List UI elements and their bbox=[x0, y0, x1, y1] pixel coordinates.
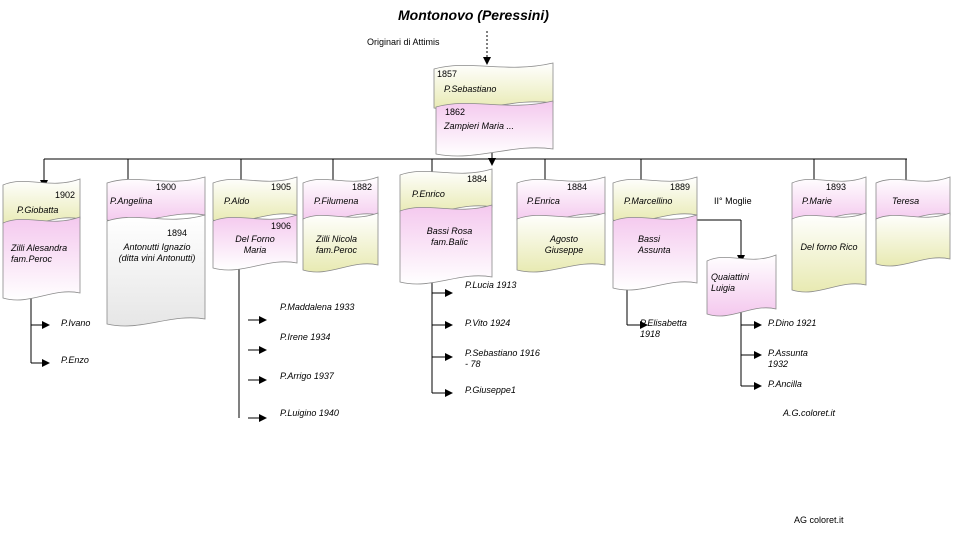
child-name: Teresa bbox=[892, 196, 920, 206]
grandchild: P.Ivano bbox=[61, 318, 91, 328]
page-title: Montonovo (Peressini) bbox=[398, 7, 549, 23]
second-spouse: Quaiattini Luigia bbox=[711, 272, 750, 293]
child-year: 1882 bbox=[352, 182, 373, 192]
spouse-card bbox=[516, 212, 606, 273]
child-spouse: Bassi Assunta bbox=[638, 234, 671, 255]
second-spouse-card bbox=[706, 254, 777, 317]
child-year: 1905 bbox=[271, 182, 292, 192]
child-spouse: Zilli Alesandra fam.Peroc bbox=[11, 243, 68, 264]
child-spouse-year: 1894 bbox=[167, 228, 188, 238]
grandchild: P.Elisabetta 1918 bbox=[640, 318, 687, 339]
cards bbox=[2, 62, 951, 327]
child-year: 1900 bbox=[156, 182, 177, 192]
root-name: P.Sebastiano bbox=[444, 84, 497, 94]
child-spouse: Antonutti Ignazio (ditta vini Antonutti) bbox=[118, 242, 196, 263]
root-year: 1857 bbox=[437, 69, 458, 79]
credit-text: A.G.coloret.it bbox=[783, 408, 836, 418]
child-year: 1893 bbox=[826, 182, 847, 192]
grandchild: P.Assunta 1932 bbox=[768, 348, 808, 369]
child-spouse: Agosto Giuseppe bbox=[544, 234, 584, 255]
origin-note: Originari di Attimis bbox=[367, 37, 440, 47]
root-spouse: Zampieri Maria ... bbox=[444, 121, 515, 131]
grandchild: P.Vito 1924 bbox=[465, 318, 511, 328]
grandchild: P.Ancilla bbox=[768, 379, 802, 389]
child-year: 1884 bbox=[467, 174, 488, 184]
root-spouse-year: 1862 bbox=[445, 107, 466, 117]
grandchild: P.Lucia 1913 bbox=[465, 280, 517, 290]
child-spouse: Del Forno Maria bbox=[235, 234, 275, 255]
spouse-card bbox=[212, 214, 298, 271]
child-spouse: Zilli Nicola fam.Peroc bbox=[316, 234, 358, 255]
grandchild: P.Arrigo 1937 bbox=[280, 371, 334, 381]
child-name: P.Enrico bbox=[412, 189, 445, 199]
spouse-card bbox=[612, 214, 698, 291]
grandchild: P.Irene 1934 bbox=[280, 332, 331, 342]
spouse-card bbox=[106, 214, 206, 327]
spouse-card bbox=[791, 212, 867, 293]
child-year: 1889 bbox=[670, 182, 691, 192]
child-name: P.Enrica bbox=[527, 196, 560, 206]
connectors bbox=[30, 31, 910, 422]
grandchild: P.Sebastiano 1916 - 78 bbox=[465, 348, 540, 369]
child-name: P.Marie bbox=[802, 196, 832, 206]
spouse-card bbox=[302, 212, 379, 273]
root-spouse-card bbox=[435, 100, 554, 157]
child-spouse: Del forno Rico bbox=[800, 242, 858, 252]
child-spouse-year: 1906 bbox=[271, 221, 292, 231]
second-wife-label: II° Moglie bbox=[714, 196, 752, 206]
child-year: 1884 bbox=[567, 182, 588, 192]
spouse-card bbox=[875, 212, 951, 267]
spouse-card bbox=[399, 204, 493, 285]
child-name: P.Giobatta bbox=[17, 205, 59, 215]
child-year: 1902 bbox=[55, 190, 76, 200]
credit-footer: AG coloret.it bbox=[794, 515, 844, 525]
child-name: P.Angelina bbox=[110, 196, 153, 206]
grandchild: P.Maddalena 1933 bbox=[280, 302, 355, 312]
spouse-card bbox=[2, 216, 81, 301]
child-name: P.Marcellino bbox=[624, 196, 673, 206]
child-name: P.Aldo bbox=[224, 196, 250, 206]
child-name: P.Filumena bbox=[314, 196, 359, 206]
child-card bbox=[2, 178, 81, 227]
grandchild: P.Dino 1921 bbox=[768, 318, 817, 328]
child-spouse: Bassi Rosa fam.Balic bbox=[426, 226, 473, 247]
grandchild: P.Enzo bbox=[61, 355, 89, 365]
grandchild: P.Giuseppe1 bbox=[465, 385, 516, 395]
grandchild: P.Luigino 1940 bbox=[280, 408, 339, 418]
